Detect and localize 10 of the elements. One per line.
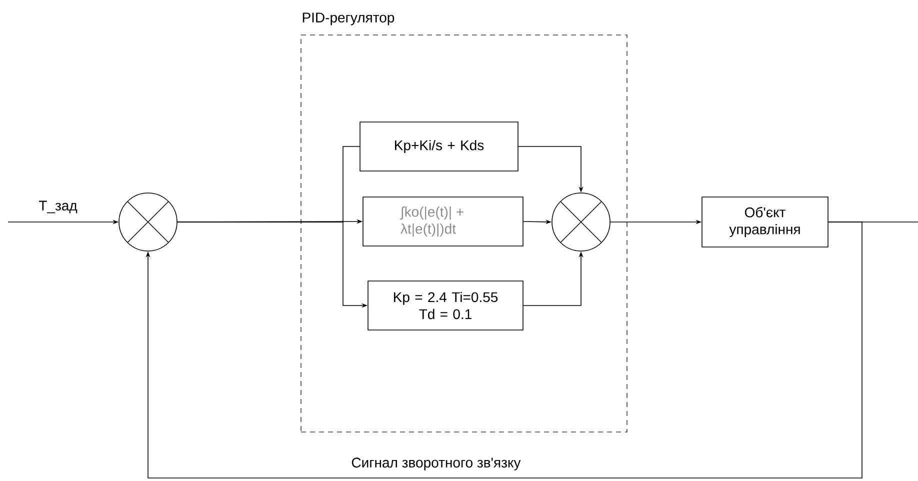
region-heading: PID-регулятор bbox=[302, 12, 394, 26]
block-box: ∫ko(|e(t)| + λt|e(t)|)dt bbox=[362, 196, 524, 246]
summing-junction bbox=[118, 192, 178, 252]
arrow bbox=[146, 222, 862, 478]
summing-junction bbox=[552, 192, 610, 252]
block-box: Об'єкт управління bbox=[702, 196, 828, 248]
block-box: Kp+Ki/s + Kds bbox=[360, 122, 518, 172]
block-box: Kp = 2.4 Ti=0.55 Td = 0.1 bbox=[368, 280, 524, 330]
edge-label: Сигнал зворотного зв'язку bbox=[350, 456, 522, 472]
edge-label: T_зад bbox=[38, 200, 78, 214]
